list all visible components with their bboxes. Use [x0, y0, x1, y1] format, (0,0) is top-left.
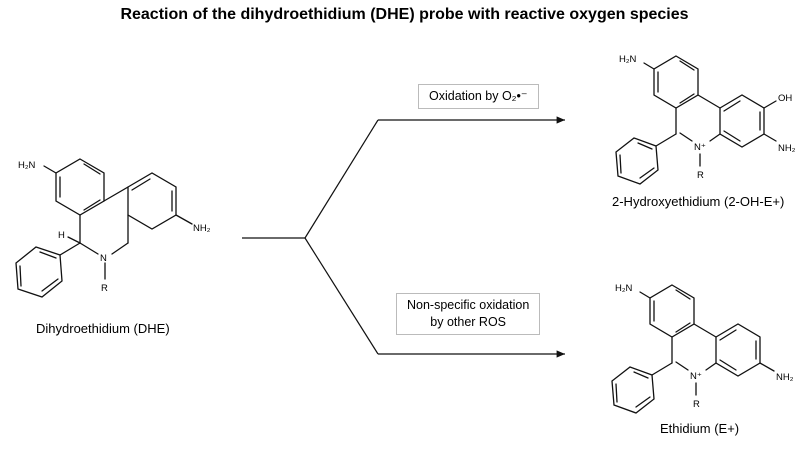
superoxide-pathway-text: Oxidation by O₂•⁻: [429, 89, 528, 103]
dhe-nitrogen: N: [100, 253, 107, 264]
dhe-r-group: R: [101, 283, 108, 294]
hydroxyethidium-nitrogen: N⁺: [694, 142, 706, 153]
dhe-structure: [15, 158, 193, 298]
hydroxyethidium-r-group: R: [697, 170, 704, 181]
ros-pathway-text-line1: Non-specific oxidation: [407, 298, 530, 312]
ethidium-amine-left: H₂N: [615, 283, 633, 294]
hydroxyethidium-amine-right: NH₂: [778, 143, 796, 154]
ros-pathway-label: Non-specific oxidation by other ROS: [396, 293, 541, 335]
ethidium-structure: [611, 284, 775, 414]
ethidium-amine-right: NH₂: [776, 372, 794, 383]
hydroxyethidium-hydroxyl: OH: [778, 93, 792, 104]
ethidium-nitrogen: N⁺: [690, 371, 702, 382]
diagram-title: Reaction of the dihydroethidium (DHE) pr…: [120, 6, 689, 23]
dhe-amine-right: NH₂: [193, 223, 211, 234]
reactant-caption: Dihydroethidium (DHE): [36, 321, 170, 336]
ethidium-r-group: R: [693, 399, 700, 410]
dhe-amine-left: H₂N: [18, 160, 36, 171]
bottom-product-caption: Ethidium (E+): [660, 421, 740, 436]
top-product-caption: 2-Hydroxyethidium (2-OH-E+): [612, 194, 785, 209]
superoxide-pathway-label: Oxidation by O₂•⁻: [418, 84, 539, 109]
hydroxyethidium-amine-left: H₂N: [619, 54, 637, 65]
reaction-arrows: [242, 116, 565, 358]
dhe-hydrogen: H: [58, 230, 65, 241]
ros-pathway-text-line2: by other ROS: [430, 315, 507, 329]
hydroxyethidium-structure: [615, 55, 777, 185]
